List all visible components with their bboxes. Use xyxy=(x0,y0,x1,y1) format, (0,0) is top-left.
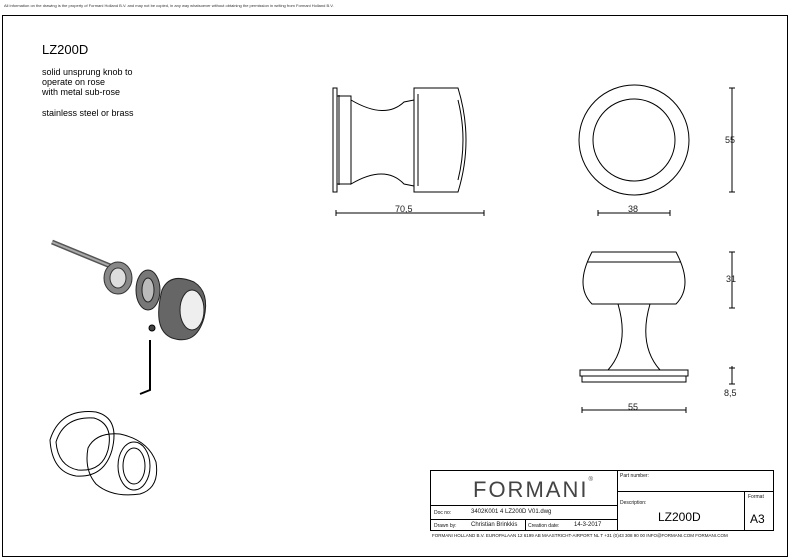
part-number-label: Part number: xyxy=(620,473,649,479)
brand-logo: FORMANI® xyxy=(473,477,595,503)
exploded-view xyxy=(51,239,207,395)
drawing-frame xyxy=(2,15,788,557)
brand-mark: ® xyxy=(588,477,595,483)
dim-top-width: 55 xyxy=(628,402,639,412)
brand-cell: FORMANI® xyxy=(430,470,618,506)
disclaimer-text: All information on the drawing is the pr… xyxy=(4,3,334,8)
doc-no-value: 3402K001 4 LZ200D V01.dwg xyxy=(471,509,552,515)
part-number-cell: Part number: xyxy=(617,470,774,492)
product-code: LZ200D xyxy=(42,42,89,57)
drawn-by-value: Christian Brinkkis xyxy=(471,522,518,528)
doc-no-cell: Doc no: 3402K001 4 LZ200D V01.dwg xyxy=(430,505,618,520)
dim-top-rose: 8,5 xyxy=(724,388,737,398)
drawn-by-label: Drawn by: xyxy=(434,523,457,529)
dim-front-large: 55 xyxy=(725,135,736,145)
description-cell: Description: LZ200D xyxy=(617,491,745,531)
company-footer: FORMANI HOLLAND B.V. EUROPALAAN 12 6199 … xyxy=(432,533,728,538)
top-view xyxy=(579,251,735,413)
product-material: stainless steel or brass xyxy=(42,108,134,118)
description-line: solid unsprung knob to xyxy=(42,67,133,77)
side-view xyxy=(332,87,485,216)
format-label: Format xyxy=(748,494,764,500)
creation-date-label: Creation date: xyxy=(528,523,560,529)
format-cell: Format A3 xyxy=(744,491,774,531)
format-value: A3 xyxy=(750,512,765,526)
dim-side-length: 70,5 xyxy=(395,204,413,214)
creation-date-cell: Creation date: 14-3-2017 xyxy=(525,519,618,531)
description-line: with metal sub-rose xyxy=(42,87,121,97)
drawn-by-cell: Drawn by: Christian Brinkkis xyxy=(430,519,526,531)
front-view xyxy=(578,84,735,216)
dim-front-small: 38 xyxy=(628,204,639,214)
dim-top-head: 31 xyxy=(726,274,737,284)
description-value: LZ200D xyxy=(658,510,701,524)
description-label: Description: xyxy=(620,500,647,506)
perspective-view xyxy=(49,411,158,496)
description-line: operate on rose xyxy=(42,77,106,87)
creation-date-value: 14-3-2017 xyxy=(574,522,602,528)
title-block: FORMANI® Part number: Description: LZ200… xyxy=(430,470,774,546)
product-description: solid unsprung knob to operate on rose w… xyxy=(42,67,133,97)
doc-no-label: Doc no: xyxy=(434,510,452,516)
brand-name: FORMANI xyxy=(473,477,589,502)
